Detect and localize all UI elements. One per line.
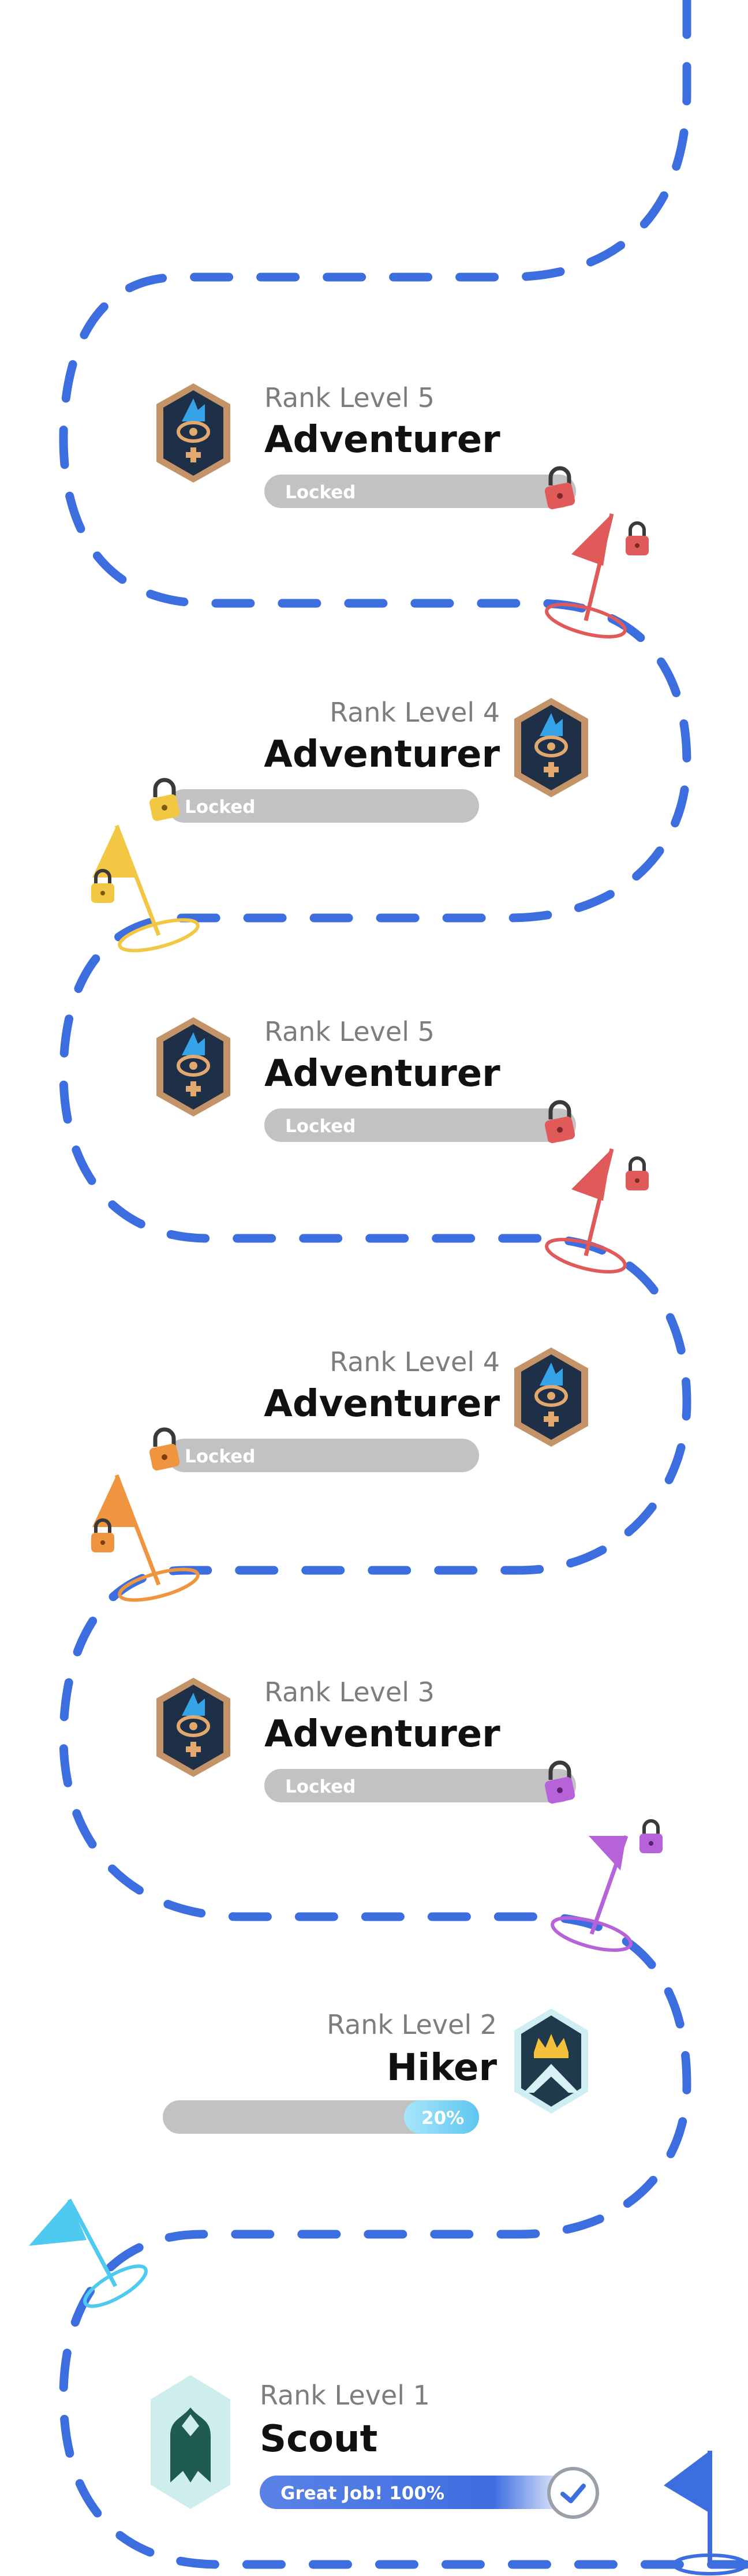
bar-status-label: Locked: [285, 1116, 356, 1137]
rank-title: Adventurer: [264, 1713, 500, 1756]
hiker-crown-badge-icon: [514, 2008, 588, 2114]
rank-level-label: Rank Level 1: [260, 2380, 430, 2411]
lock-icon: [544, 1100, 575, 1144]
rank-title: Adventurer: [264, 419, 500, 461]
red-flag-icon: [545, 513, 649, 639]
blue-goal-flag-icon: [664, 2451, 747, 2575]
bar-status-label: Locked: [285, 482, 356, 503]
rank-title: Hiker: [386, 2047, 497, 2089]
locked-progress-bar: Locked: [167, 1439, 479, 1472]
progress-percent: 20%: [421, 2108, 465, 2129]
rank-level-label: Rank Level 5: [264, 382, 435, 413]
locked-progress-bar: Locked: [264, 1108, 576, 1142]
rank-card-level-3[interactable]: Rank Level 3 Adventurer Locked: [0, 1664, 748, 1814]
rank-card-level-4[interactable]: Rank Level 4 Adventurer Locked: [0, 684, 748, 834]
rank-card-level-2[interactable]: Rank Level 2 Hiker 20%: [0, 1998, 748, 2148]
lock-icon: [149, 1427, 180, 1471]
yellow-flag-icon: [91, 824, 200, 953]
cyan-flag-icon: [29, 2198, 148, 2308]
rank-level-label: Rank Level 4: [330, 1346, 500, 1377]
bar-status-label: Locked: [285, 1776, 356, 1797]
adventurer-badge-icon: [514, 1347, 588, 1447]
rank-title: Adventurer: [264, 733, 500, 776]
adventurer-badge-icon: [514, 698, 588, 797]
rank-level-label: Rank Level 2: [327, 2009, 497, 2040]
hiker-progress-bar: 20%: [163, 2100, 479, 2134]
scout-progress-bar: Great Job! 100%: [260, 2476, 571, 2509]
adventurer-badge-icon: [156, 1017, 230, 1117]
adventurer-badge-icon: [156, 1678, 230, 1777]
rank-card-level-5[interactable]: Rank Level 5 Adventurer Locked: [0, 369, 748, 520]
rank-title: Scout: [260, 2418, 378, 2461]
rank-card-level-4[interactable]: Rank Level 4 Adventurer Locked: [0, 1334, 748, 1484]
scout-badge-icon: [151, 2375, 230, 2509]
rank-card-level-1[interactable]: Rank Level 1 Scout Great Job! 100%: [0, 2367, 748, 2519]
rank-level-label: Rank Level 5: [264, 1016, 435, 1047]
checkmark-icon: [547, 2467, 599, 2519]
rank-level-label: Rank Level 3: [264, 1677, 435, 1708]
rank-card-level-5[interactable]: Rank Level 5 Adventurer Locked: [0, 1003, 748, 1153]
rank-title: Adventurer: [264, 1052, 500, 1095]
rank-title: Adventurer: [264, 1383, 500, 1425]
orange-flag-icon: [91, 1474, 200, 1602]
progress-fill: 20%: [404, 2100, 479, 2134]
lock-icon: [544, 1760, 575, 1804]
locked-progress-bar: Locked: [264, 475, 576, 508]
lock-icon: [149, 778, 180, 822]
progress-text: Great Job! 100%: [280, 2483, 445, 2504]
adventurer-badge-icon: [156, 383, 230, 483]
red-flag-icon: [545, 1148, 649, 1274]
lock-icon: [544, 466, 575, 510]
locked-progress-bar: Locked: [264, 1769, 576, 1802]
bar-status-label: Locked: [185, 1446, 256, 1467]
purple-flag-icon: [551, 1819, 663, 1952]
bar-status-label: Locked: [185, 797, 256, 817]
locked-progress-bar: Locked: [167, 789, 479, 823]
rank-level-label: Rank Level 4: [330, 697, 500, 728]
